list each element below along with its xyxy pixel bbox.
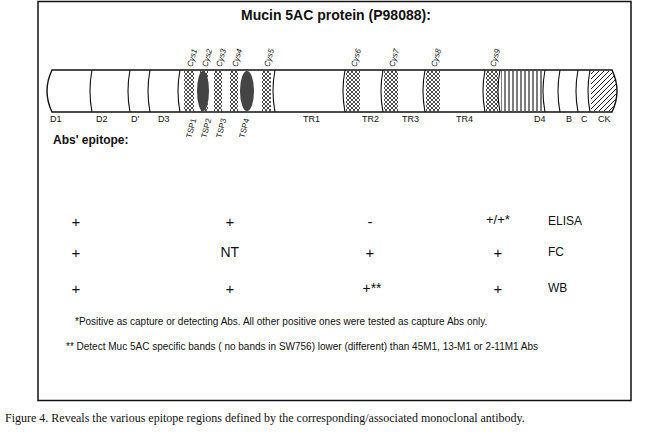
domain-label: TSP4 [237, 117, 251, 139]
ck-domain [591, 71, 617, 111]
domain-label: CK [598, 114, 611, 124]
assay-name: ELISA [548, 215, 582, 229]
domain-label: D4 [534, 114, 546, 124]
figure-frame [38, 2, 631, 401]
cys-label: Cys9 [489, 47, 503, 67]
assay-name: FC [548, 246, 564, 260]
result-mark: - [368, 213, 373, 230]
result-mark: + [72, 213, 81, 230]
cys-label: Cys7 [388, 47, 402, 67]
d4-domain [501, 71, 544, 111]
result-mark: NT [221, 244, 240, 260]
domain-label: D1 [50, 114, 62, 124]
cys-label: Cys5 [263, 47, 277, 67]
section-label: Abs' epitope: [53, 134, 129, 148]
cys-label: Cys1 [186, 47, 200, 67]
result-mark: + [226, 280, 235, 297]
domain-label: TR1 [303, 114, 320, 124]
result-mark: + [494, 244, 503, 261]
result-mark: + [494, 280, 503, 297]
domain-label: TSP3 [214, 117, 228, 139]
domain-label: TSP2 [199, 117, 213, 139]
footnote: *Positive as capture or detecting Abs. A… [75, 316, 487, 328]
result-mark: + [72, 244, 81, 261]
protein-bar [47, 70, 617, 112]
tsp-domains [197, 71, 254, 111]
domain-dividers [90, 70, 590, 112]
cys-label: Cys6 [350, 47, 364, 67]
domain-label: TR2 [362, 114, 379, 124]
footnote: ** Detect Muc 5AC specific bands ( no ba… [66, 341, 606, 353]
domain-label: TR4 [456, 114, 473, 124]
cys-label: Cys2 [201, 47, 215, 67]
result-mark: +/+* [486, 213, 510, 228]
domain-label: D2 [96, 114, 108, 124]
figure-caption: Figure 4. Reveals the various epitope re… [5, 412, 645, 426]
domain-label: D3 [158, 114, 170, 124]
cys-domains [184, 71, 498, 111]
cys-label: Cys8 [430, 47, 444, 67]
domain-label: D' [131, 114, 139, 124]
assay-name: WB [548, 282, 567, 296]
result-mark: +** [363, 280, 382, 296]
result-mark: + [226, 213, 235, 230]
domain-label: TSP1 [184, 117, 198, 139]
domain-label: C [581, 114, 588, 124]
result-mark: + [366, 244, 375, 261]
domain-label: TR3 [402, 114, 419, 124]
figure-title: Mucin 5AC protein (P98088): [241, 7, 431, 23]
cys-label: Cys3 [215, 47, 229, 67]
domain-label: B [566, 114, 572, 124]
result-mark: + [72, 280, 81, 297]
cys-label: Cys4 [231, 47, 245, 67]
